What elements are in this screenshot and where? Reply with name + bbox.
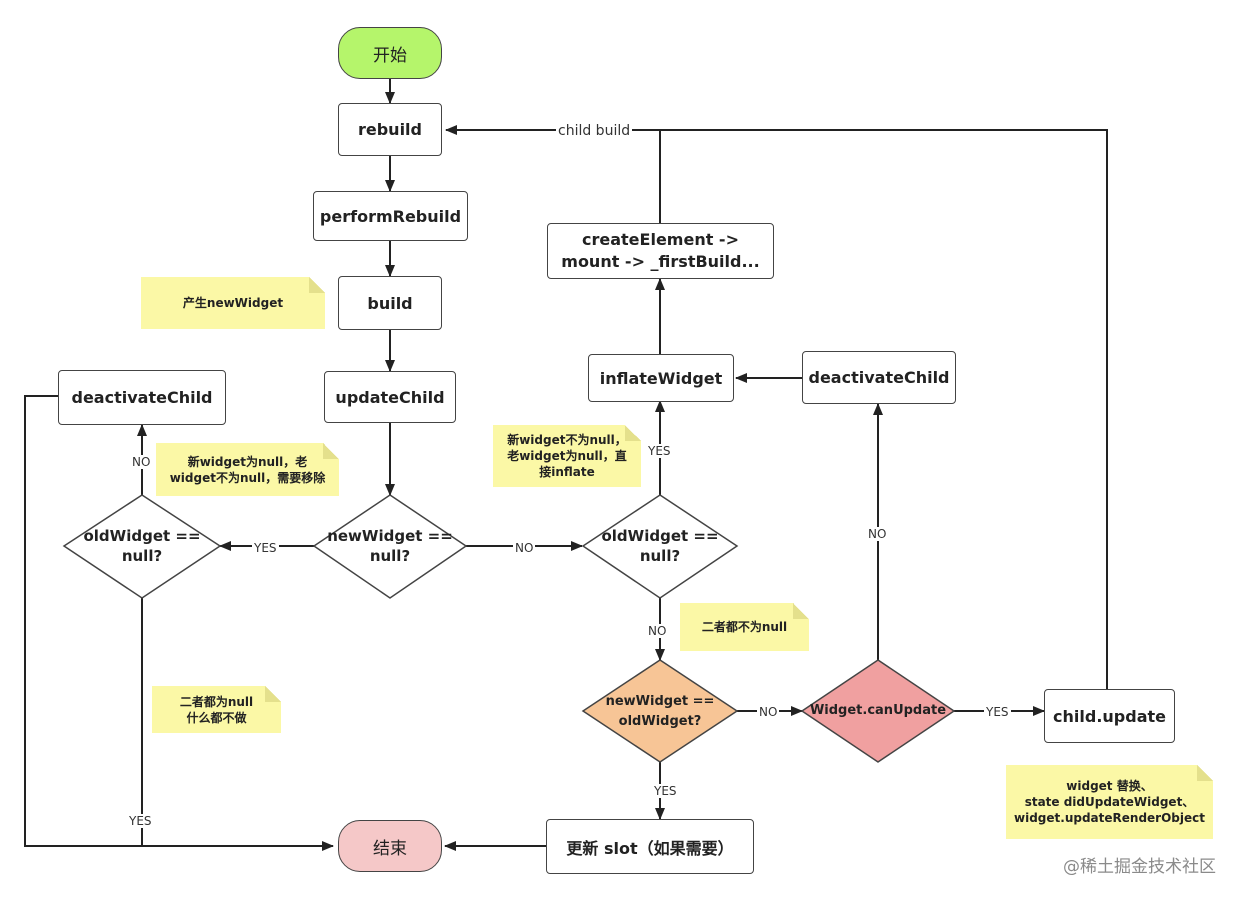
- note-widget-replace-text: widget 替换、 state didUpdateWidget、 widget…: [1014, 779, 1205, 825]
- update-slot-box: 更新 slot（如果需要）: [546, 819, 754, 874]
- child-update-box: child.update: [1044, 689, 1175, 743]
- note-both-null-text: 二者都为null 什么都不做: [179, 694, 254, 725]
- inflate-widget-box: inflateWidget: [588, 354, 734, 402]
- note-new-not-null-old-null: 新widget不为null， 老widget为null，直 接inflate: [493, 425, 641, 487]
- new-widget-null-label: newWidget == null?: [327, 527, 453, 565]
- build-box: build: [338, 276, 442, 330]
- deactivate-child-left-box: deactivateChild: [58, 370, 226, 425]
- new-equals-old-diamond: [581, 659, 739, 763]
- note-both-not-null-text: 二者都不为null: [701, 620, 788, 634]
- old-widget-null-right-label: oldWidget == null?: [601, 527, 719, 565]
- edge-label-yes-down-slot: YES: [652, 784, 679, 798]
- old-widget-null-left-diamond: [62, 494, 222, 599]
- create-element-box: createElement -> mount -> _firstBuild...: [547, 223, 774, 279]
- can-update-diamond: [800, 659, 956, 763]
- edge-label-no-up-left: NO: [130, 455, 153, 469]
- edge-label-no-down-right: NO: [646, 624, 669, 638]
- edge-label-no-right: NO: [513, 541, 536, 555]
- new-widget-null-diamond: [312, 494, 468, 599]
- end-node: 结束: [338, 820, 442, 872]
- can-update-label: Widget.canUpdate: [809, 703, 947, 718]
- new-equals-old-label: newWidget == oldWidget?: [605, 694, 715, 729]
- edge-label-no-up-deactivate: NO: [866, 527, 889, 541]
- edge-label-yes-to-child-update: YES: [984, 705, 1011, 719]
- edge-label-child-build: child build: [556, 123, 633, 139]
- note-new-null-old-not-null: 新widget为null，老 widget不为null，需要移除: [156, 443, 339, 496]
- deactivate-child-right-box: deactivateChild: [802, 351, 956, 404]
- note-both-null: 二者都为null 什么都不做: [152, 686, 281, 733]
- watermark: @稀土掘金技术社区: [1063, 857, 1216, 877]
- edge-label-yes-left: YES: [252, 541, 279, 555]
- note-widget-replace: widget 替换、 state didUpdateWidget、 widget…: [1006, 765, 1213, 839]
- old-widget-null-left-label: oldWidget == null?: [83, 527, 201, 565]
- note-both-not-null: 二者都不为null: [680, 603, 809, 651]
- start-node: 开始: [338, 27, 442, 79]
- edge-label-yes-up-right: YES: [646, 444, 673, 458]
- note-produce-new-widget: 产生newWidget: [141, 277, 325, 329]
- note-produce-new-widget-text: 产生newWidget: [182, 296, 284, 310]
- rebuild-box: rebuild: [338, 103, 442, 156]
- update-child-box: updateChild: [324, 371, 456, 423]
- old-widget-null-right-diamond: [581, 494, 739, 599]
- note-new-null-old-not-null-text: 新widget为null，老 widget不为null，需要移除: [169, 454, 326, 485]
- edge-label-yes-down-left: YES: [127, 814, 154, 828]
- note-new-not-null-old-null-text: 新widget不为null， 老widget为null，直 接inflate: [507, 433, 627, 479]
- edge-label-no-to-can-update: NO: [757, 705, 780, 719]
- perform-rebuild-box: performRebuild: [313, 191, 468, 241]
